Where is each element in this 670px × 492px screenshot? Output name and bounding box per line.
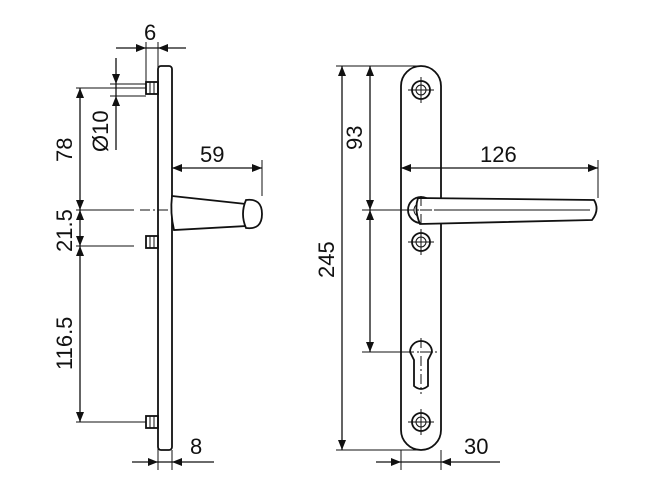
dim-126-label: 126 [480,142,517,167]
dim-vertical-chain: 78 21.5 116.5 [52,88,84,422]
front-view: 245 93 126 30 [314,65,599,470]
dim-dia-10-label: Ø10 [88,110,113,152]
front-cylinder [404,338,438,394]
front-screw-bottom [408,409,434,435]
dim-245-label: 245 [314,241,339,278]
dim-6-label: 6 [144,20,156,45]
side-handle [170,195,248,231]
front-handle [415,197,598,225]
dim-78-label: 78 [52,138,77,162]
dim-93-label: 93 [342,126,367,150]
dim-59: 59 [172,142,262,172]
front-screw-top [408,77,434,103]
front-screw-middle [408,229,434,255]
dim-93: 93 [342,66,374,352]
dim-126: 126 [401,142,598,172]
side-pins [145,81,159,429]
dim-116-5-label: 116.5 [52,317,77,370]
dim-59-label: 59 [200,142,224,167]
side-plate [157,65,173,451]
dim-8: 8 [132,434,214,466]
side-view: 6 Ø10 78 21.5 116.5 59 [52,20,263,470]
dim-dia-10: Ø10 [88,58,120,152]
dim-30: 30 [376,434,500,466]
dim-8-label: 8 [190,434,202,459]
side-handle-end [242,198,263,230]
dim-6: 6 [116,20,186,52]
dim-21-5-label: 21.5 [52,209,77,252]
dim-30-label: 30 [464,434,488,459]
dim-245: 245 [314,66,346,450]
